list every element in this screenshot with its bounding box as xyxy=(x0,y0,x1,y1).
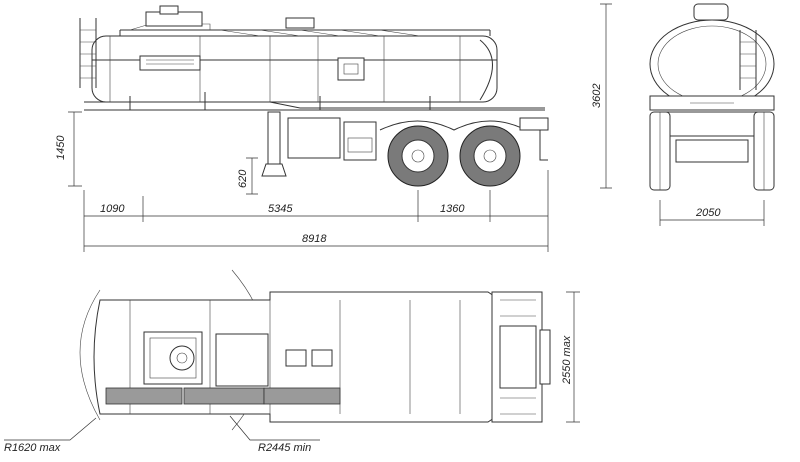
side-dimensions xyxy=(68,111,549,252)
dim-axle-spacing: 5345 xyxy=(268,203,293,215)
dim-track-width: 2050 xyxy=(695,207,721,219)
front-dimensions xyxy=(600,3,765,226)
dim-radius-front: R1620 max xyxy=(4,442,61,454)
dim-radius-rear: R2445 min xyxy=(258,442,311,454)
dim-rear-spacing: 1360 xyxy=(440,203,465,215)
top-view xyxy=(79,269,551,431)
dim-height-hitch: 1450 xyxy=(55,135,67,160)
dim-width-max: 2550 max xyxy=(561,335,573,385)
dim-total-length: 8918 xyxy=(302,233,327,245)
dim-total-height: 3602 xyxy=(591,84,603,108)
top-dimensions xyxy=(4,291,580,441)
front-view xyxy=(649,3,775,191)
dim-front-overhang: 1090 xyxy=(100,203,125,215)
side-view xyxy=(79,5,549,187)
dim-height-leg: 620 xyxy=(237,169,249,188)
